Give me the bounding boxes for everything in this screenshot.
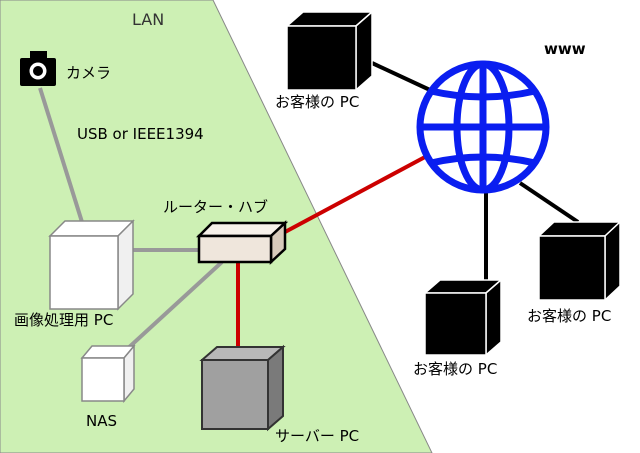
lan-label: LAN (132, 10, 164, 29)
customer-pc-2 (422, 278, 504, 357)
camera-link (38, 87, 84, 223)
customer-pc-3-label: お客様の PC (527, 307, 611, 325)
camera-link-label: USB or IEEE1394 (77, 125, 204, 143)
server-label: サーバー PC (275, 427, 359, 445)
router-hub (195, 220, 289, 265)
router-label: ルーター・ハブ (163, 198, 268, 216)
nas-label: NAS (86, 412, 117, 430)
nas (80, 343, 136, 404)
image-pc-label: 画像処理用 PC (14, 311, 113, 329)
globe-pc1-link (371, 61, 431, 92)
globe-icon (416, 60, 550, 194)
customer-pc-1 (285, 10, 374, 92)
image-processing-pc (48, 219, 135, 311)
server-pc (199, 344, 286, 432)
camera-icon (20, 51, 56, 86)
camera-label: カメラ (66, 64, 111, 82)
customer-pc-2-label: お客様の PC (413, 360, 497, 378)
router-internet-link (284, 155, 426, 234)
www-label: www (544, 40, 586, 58)
customer-pc-1-label: お客様の PC (275, 93, 359, 111)
globe-pc3-link (518, 181, 580, 224)
nas-router-link (124, 260, 224, 352)
customer-pc-3 (537, 220, 622, 302)
